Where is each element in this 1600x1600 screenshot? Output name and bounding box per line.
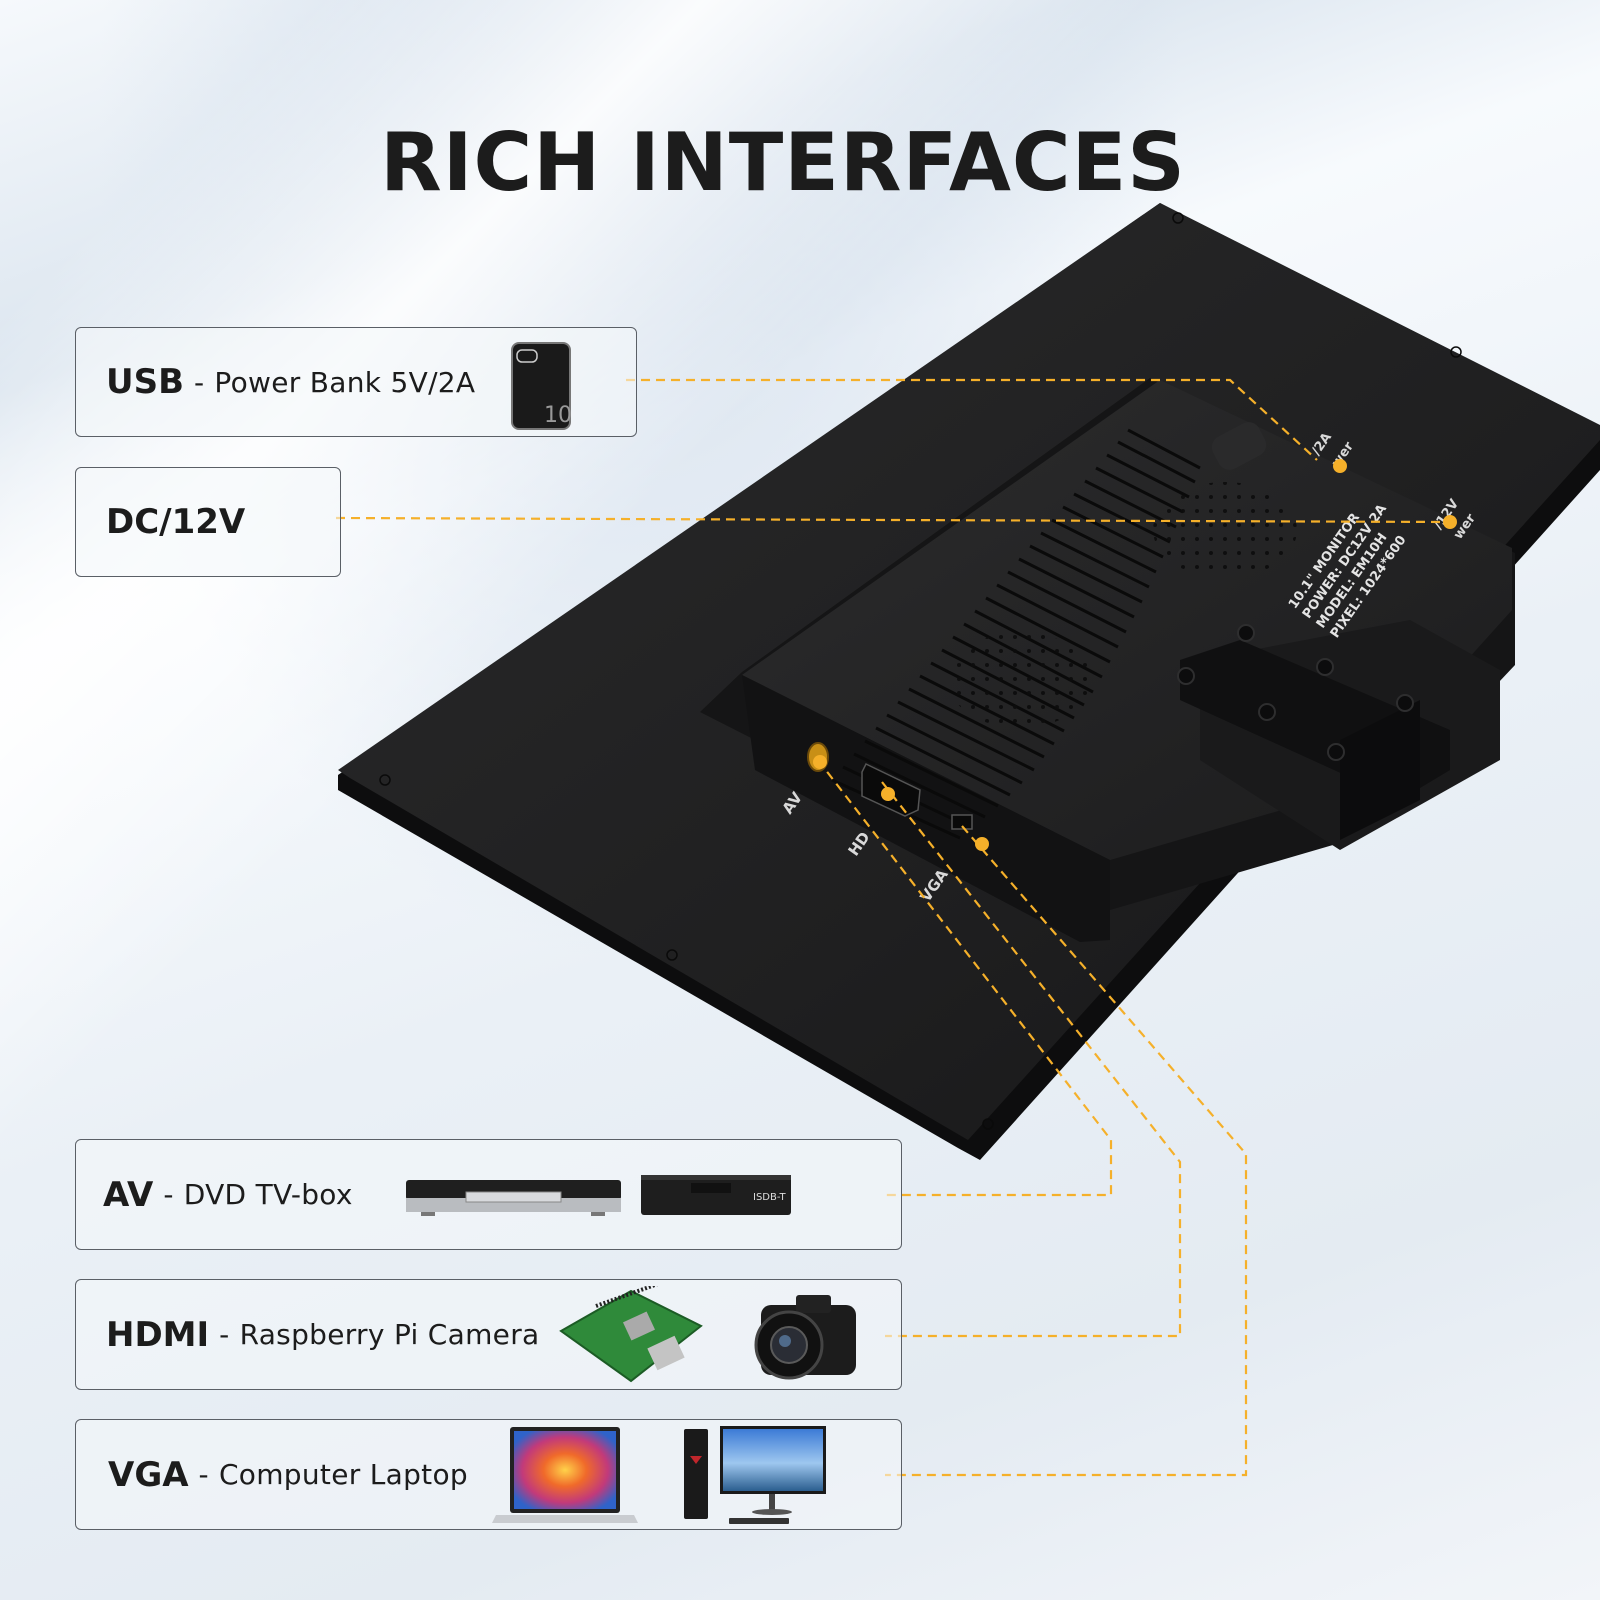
av-description: DVD TV-box — [183, 1178, 353, 1211]
vga-separator: - — [198, 1458, 209, 1491]
hdmi-card: HDMI - Raspberry Pi Camera — [75, 1279, 902, 1390]
desktop-computer-icon — [684, 1426, 826, 1524]
dvd-player-icon — [406, 1180, 621, 1216]
vga-connector-line — [885, 825, 1248, 1477]
monitor-rear-housing — [700, 378, 1515, 942]
usb-separator: - — [194, 365, 205, 399]
power-bank-icon: 10 — [511, 342, 571, 430]
svg-text:ISDB-T: ISDB-T — [753, 1192, 787, 1203]
hdmi-port-name: HDMI — [106, 1314, 210, 1355]
hdmi-connector-line — [881, 781, 1182, 1338]
vga-card: VGA - Computer Laptop — [75, 1419, 902, 1530]
dc-connector-line — [335, 516, 1451, 524]
dc-port-name: DC/12V — [106, 502, 246, 542]
av-dot — [813, 755, 827, 769]
av-connector-line — [817, 759, 1113, 1197]
hdmi-separator: - — [219, 1318, 230, 1351]
svg-text:10: 10 — [544, 403, 571, 428]
laptop-icon — [492, 1427, 638, 1523]
tv-box-icon: ISDB-T — [641, 1175, 791, 1215]
port-dots — [813, 459, 1457, 851]
raspberry-pi-icon — [559, 1286, 703, 1383]
usb-description: Power Bank 5V/2A — [214, 365, 476, 399]
camera-icon — [754, 1295, 856, 1380]
usb-connector-line — [626, 378, 1318, 461]
vga-description: Computer Laptop — [218, 1458, 468, 1491]
av-separator: - — [163, 1178, 174, 1211]
hdmi-description: Raspberry Pi Camera — [239, 1318, 540, 1351]
vga-dot — [975, 837, 989, 851]
av-port-name: AV — [103, 1174, 154, 1215]
usb-dot — [1333, 459, 1347, 473]
vga-port-name: VGA — [108, 1454, 189, 1495]
dc-card: DC/12V — [75, 467, 341, 577]
hd-dot — [881, 787, 895, 801]
page-title: RICH INTERFACES — [380, 116, 1186, 209]
usb-card: USB - Power Bank 5V/2A 10 — [75, 327, 637, 437]
av-card: AV - DVD TV-box ISDB-T — [75, 1139, 902, 1250]
connector-lines — [335, 378, 1451, 1477]
usb-port-name: USB — [106, 362, 185, 402]
dc-dot — [1443, 515, 1457, 529]
